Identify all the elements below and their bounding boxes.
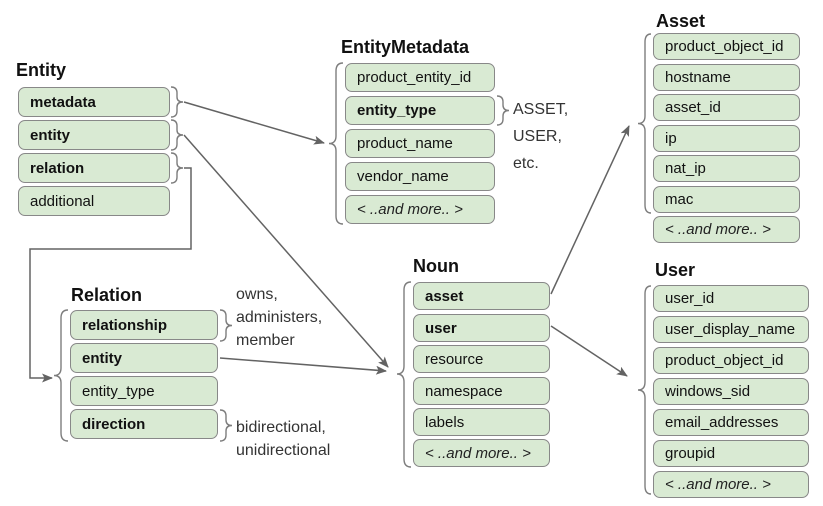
asset-row-hostname: hostname xyxy=(653,64,800,91)
entity-metadata-row-vendor-name: vendor_name xyxy=(345,162,495,191)
noun-row-namespace: namespace xyxy=(413,377,550,405)
entity-metadata-box-title: EntityMetadata xyxy=(341,37,470,57)
relation-box-title: Relation xyxy=(71,285,143,305)
entity-metadata-row-product-entity-id: product_entity_id xyxy=(345,63,495,92)
noun-row-labels: labels xyxy=(413,408,550,436)
noun-row-and-more: < ..and more.. > xyxy=(413,439,550,467)
brace-relation-left xyxy=(53,309,69,442)
asset-row-asset-id: asset_id xyxy=(653,94,800,121)
asset-row-nat-ip: nat_ip xyxy=(653,155,800,182)
relation-row-entity: entity xyxy=(70,343,218,373)
asset-row-and-more: < ..and more.. > xyxy=(653,216,800,243)
brace-entity-relation-right xyxy=(170,152,184,184)
entity-type-examples-note: ASSET, USER, etc. xyxy=(513,96,568,177)
arrow-metadata-to-entitymetadata xyxy=(183,101,325,145)
user-row-user-id: user_id xyxy=(653,285,809,312)
direction-examples-note: bidirectional, unidirectional xyxy=(236,416,330,462)
user-row-and-more: < ..and more.. > xyxy=(653,471,809,498)
note-line: unidirectional xyxy=(236,442,331,459)
noun-row-resource: resource xyxy=(413,345,550,373)
arrow-relation-entity-to-noun xyxy=(219,357,387,375)
note-line: ASSET, xyxy=(513,101,569,118)
brace-relationship-right xyxy=(219,309,233,342)
note-line: bidirectional, xyxy=(236,419,326,436)
user-box-title: User xyxy=(655,260,696,280)
brace-asset-left xyxy=(637,33,652,214)
brace-entity-metadata-right xyxy=(170,86,184,118)
entity-row-metadata: metadata xyxy=(18,87,170,117)
user-row-user-display-name: user_display_name xyxy=(653,316,809,343)
asset-box-title: Asset xyxy=(656,11,706,31)
user-row-groupid: groupid xyxy=(653,440,809,467)
entity-metadata-row-entity-type: entity_type xyxy=(345,96,495,125)
entity-metadata-row-and-more: < ..and more.. > xyxy=(345,195,495,224)
arrow-noun-user-to-user xyxy=(550,325,628,377)
brace-user-left xyxy=(637,285,652,495)
relation-row-direction: direction xyxy=(70,409,218,439)
entity-box-title: Entity xyxy=(16,60,67,80)
entity-row-relation: relation xyxy=(18,153,170,183)
brace-entity-entity-right xyxy=(170,119,184,151)
brace-direction-right xyxy=(219,409,233,442)
asset-row-product-object-id: product_object_id xyxy=(653,33,800,60)
brace-entity-type-right xyxy=(496,95,510,126)
entity-metadata-row-product-name: product_name xyxy=(345,129,495,158)
brace-noun-left xyxy=(396,281,412,468)
asset-row-ip: ip xyxy=(653,125,800,152)
user-row-windows-sid: windows_sid xyxy=(653,378,809,405)
note-line: administers, xyxy=(236,309,323,326)
user-row-product-object-id: product_object_id xyxy=(653,347,809,374)
relationship-examples-note: owns, administers, member xyxy=(236,283,322,352)
note-line: USER, xyxy=(513,128,562,145)
noun-box-title: Noun xyxy=(413,256,459,276)
note-line: etc. xyxy=(513,155,539,172)
relation-row-entity-type: entity_type xyxy=(70,376,218,406)
noun-row-asset: asset xyxy=(413,282,550,310)
user-row-email-addresses: email_addresses xyxy=(653,409,809,436)
brace-entity-metadata-left xyxy=(328,62,344,225)
note-line: member xyxy=(236,332,295,349)
noun-row-user: user xyxy=(413,314,550,342)
note-line: owns, xyxy=(236,286,278,303)
entity-row-entity: entity xyxy=(18,120,170,150)
entity-row-additional: additional xyxy=(18,186,170,216)
asset-row-mac: mac xyxy=(653,186,800,213)
relation-row-relationship: relationship xyxy=(70,310,218,340)
